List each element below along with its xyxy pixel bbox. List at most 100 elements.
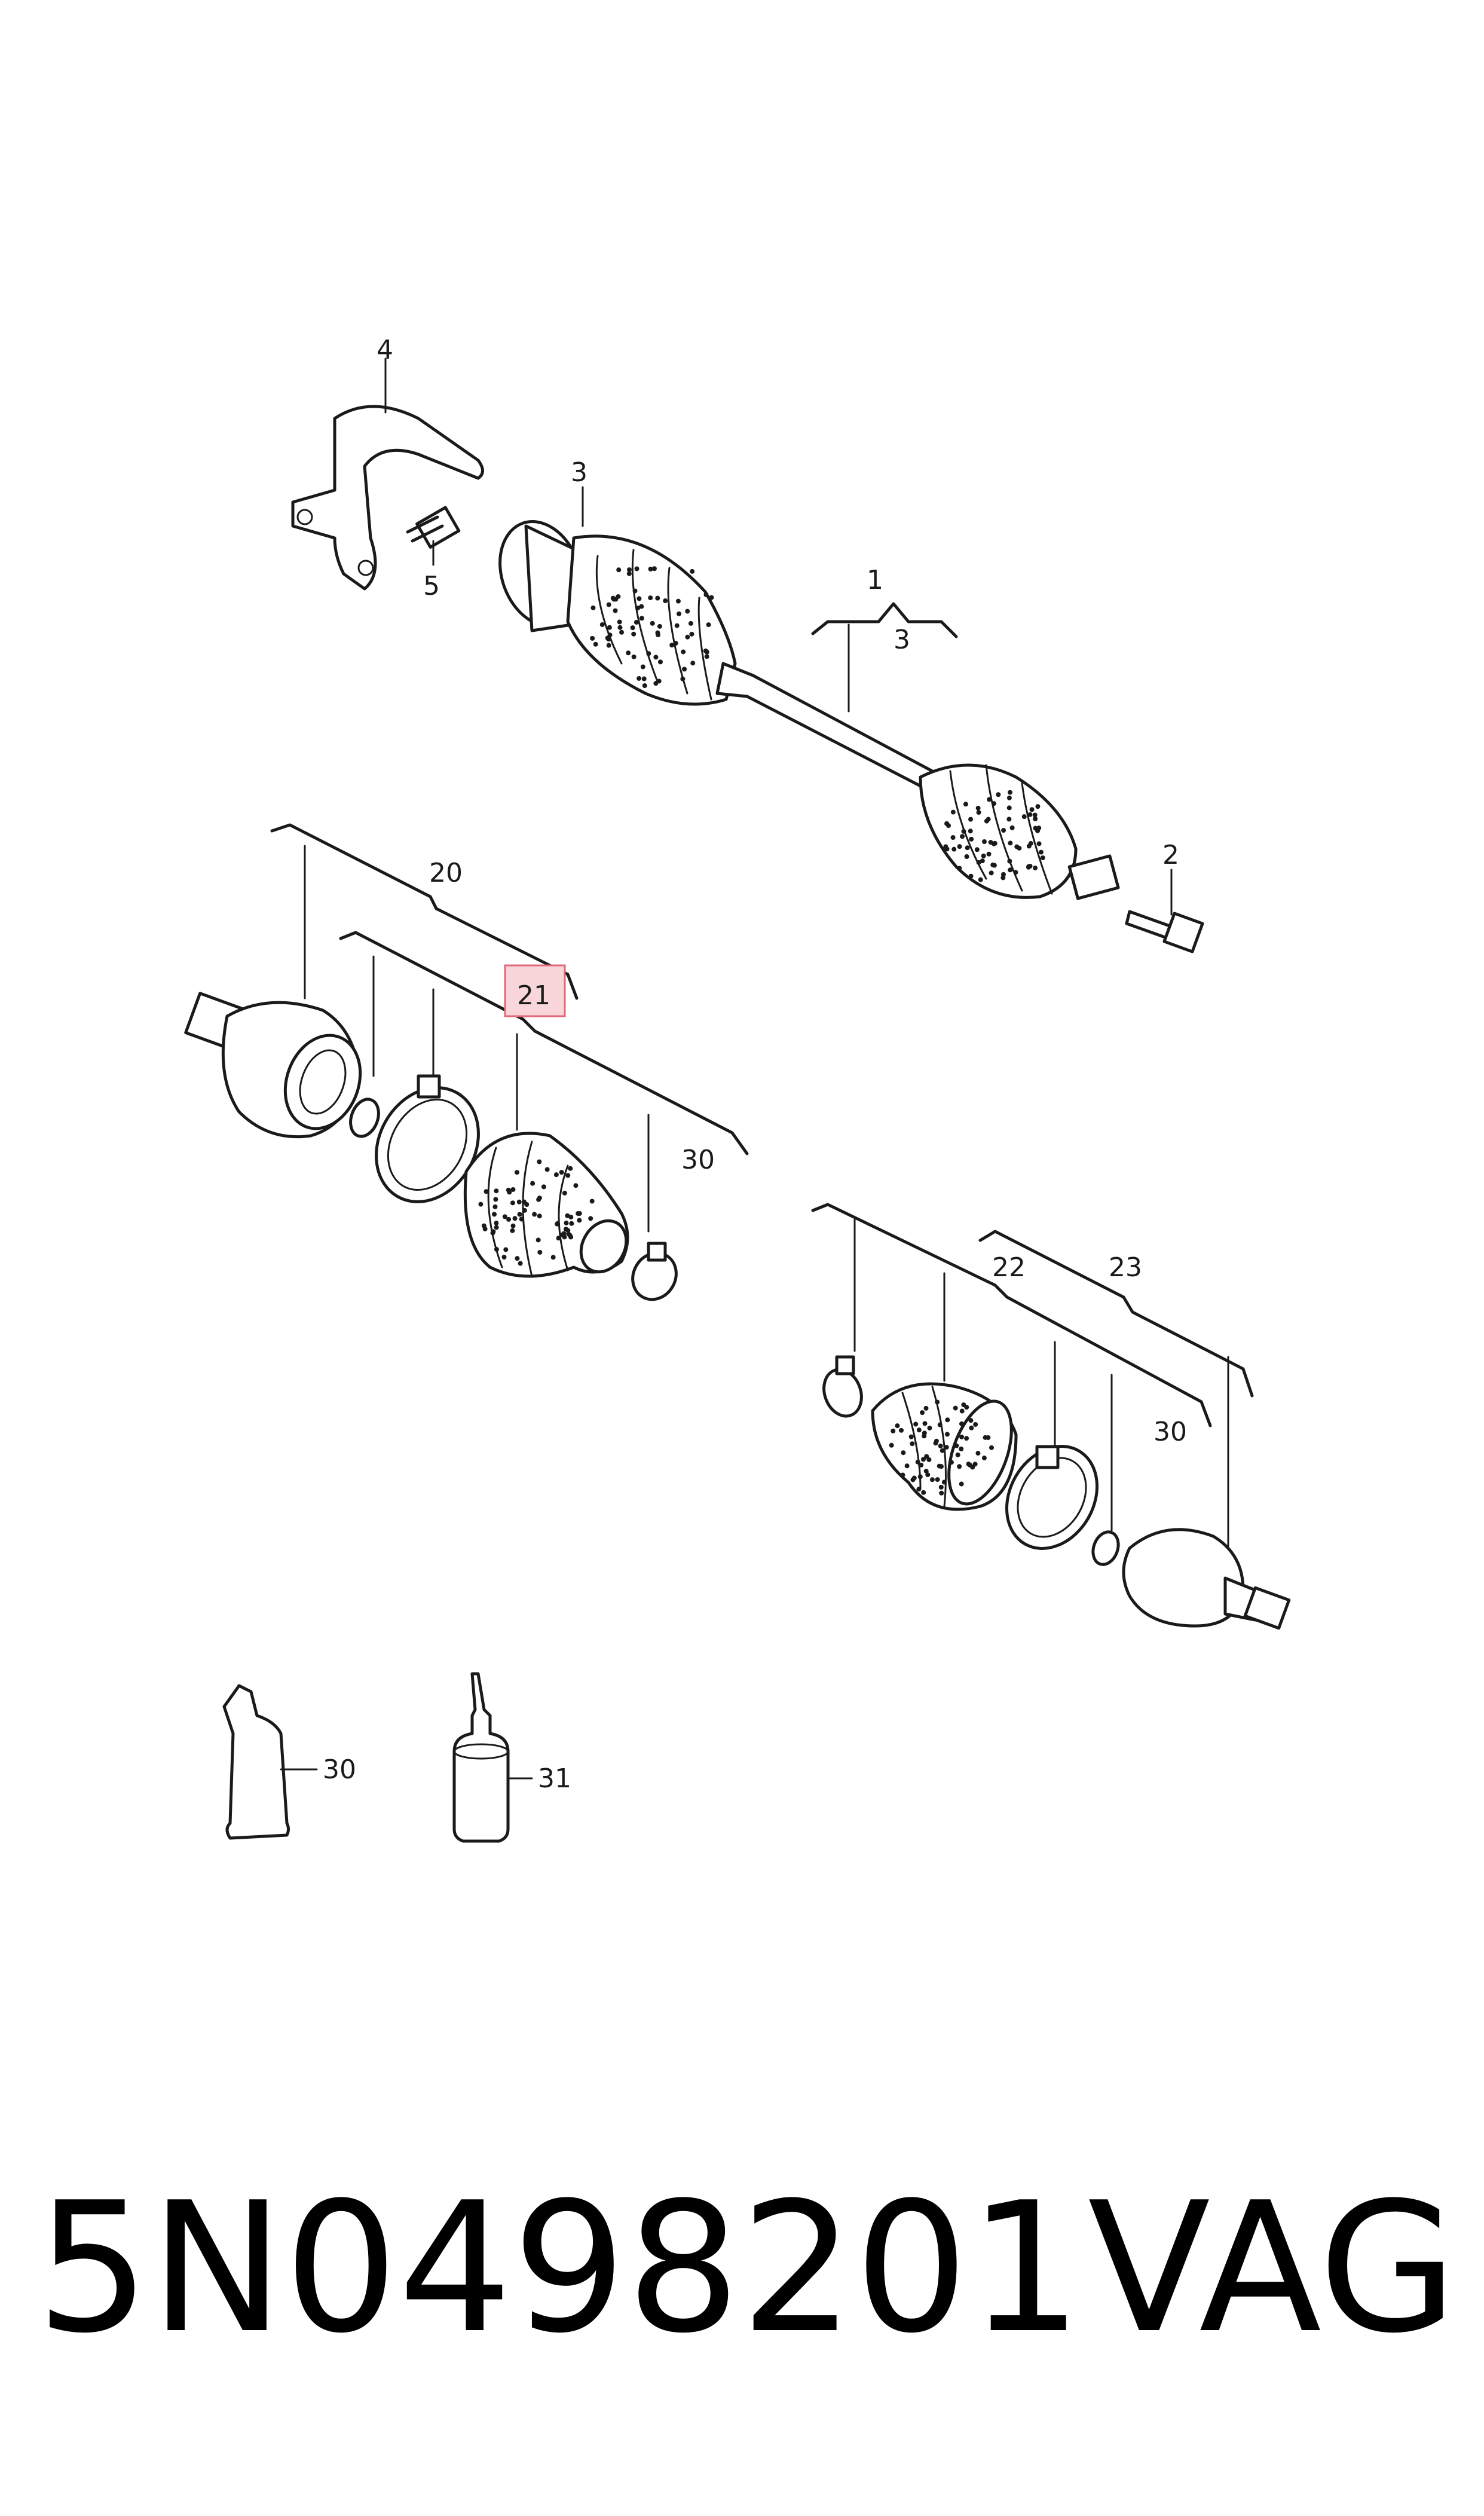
boot-texture-dot: [910, 1441, 915, 1447]
boot-texture-dot: [938, 1443, 943, 1448]
boot-texture-dot: [923, 1469, 929, 1474]
boot-texture-dot: [561, 1231, 567, 1236]
boot-texture-dot: [968, 817, 974, 822]
boot-texture-dot: [634, 566, 640, 571]
boot-texture-dot: [889, 1442, 894, 1448]
boot-texture-dot: [637, 675, 642, 681]
boot-texture-dot: [626, 650, 631, 656]
callout-30-grease: 30: [323, 1754, 356, 1785]
boot-texture-dot: [953, 1405, 958, 1411]
boot-texture-dot: [973, 1421, 978, 1427]
boot-texture-dot: [986, 851, 992, 857]
boot-texture-dot: [957, 866, 962, 871]
boot-texture-dot: [606, 637, 611, 642]
boot-texture-dot: [1000, 872, 1006, 877]
boot-texture-dot: [1040, 855, 1045, 860]
boot-texture-dot: [1006, 805, 1012, 811]
boot-texture-dot: [1008, 840, 1013, 846]
boot-texture-dot: [1013, 870, 1018, 875]
boot-texture-dot: [541, 1184, 546, 1190]
callout-23: 23: [1109, 1252, 1142, 1283]
boot-texture-dot: [648, 595, 653, 601]
boot-texture-dot: [673, 641, 678, 646]
boot-texture-dot: [957, 1464, 962, 1469]
boot-texture-dot: [492, 1212, 497, 1217]
bolt-part-2: 2: [1125, 840, 1204, 953]
boot-texture-dot: [1026, 864, 1032, 869]
boot-texture-dot: [1036, 841, 1042, 846]
boot-texture-dot: [674, 623, 680, 628]
boot-texture-dot: [639, 604, 644, 609]
boot-texture-dot: [944, 1445, 949, 1450]
boot-texture-dot: [518, 1261, 523, 1266]
boot-texture-dot: [972, 1462, 978, 1467]
boot-texture-dot: [650, 620, 655, 626]
boot-texture-dot: [916, 1487, 922, 1492]
callout-3-bracket: 3: [894, 625, 910, 655]
boot-texture-dot: [567, 1233, 573, 1238]
boot-texture-dot: [935, 1477, 940, 1482]
callout-2: 2: [1162, 840, 1179, 870]
boot-texture-dot: [1027, 812, 1033, 817]
boot-texture-dot: [992, 801, 997, 806]
boot-texture-dot: [494, 1188, 499, 1194]
drive-shaft-part-1: 1 3 3: [498, 457, 1120, 900]
boot-texture-dot: [917, 1474, 923, 1479]
callout-3: 3: [571, 457, 588, 488]
boot-texture-dot: [944, 821, 950, 826]
boot-texture-dot: [564, 1220, 569, 1225]
boot-texture-dot: [606, 602, 611, 607]
boot-texture-dot: [657, 623, 662, 629]
boot-texture-dot: [974, 847, 980, 852]
boot-texture-dot: [610, 595, 616, 601]
boot-texture-dot: [635, 606, 641, 611]
boot-texture-dot: [555, 1221, 561, 1226]
boot-texture-dot: [968, 829, 973, 834]
boot-texture-dot: [544, 1167, 550, 1172]
boot-texture-dot: [996, 792, 1001, 797]
callout-31: 31: [538, 1763, 571, 1794]
boot-texture-dot: [961, 829, 966, 834]
boot-texture-dot: [506, 1187, 511, 1193]
boot-texture-dot: [537, 1196, 542, 1201]
boot-texture-dot: [492, 1204, 498, 1209]
boot-texture-dot: [1006, 795, 1012, 800]
boot-texture-dot: [980, 858, 985, 864]
boot-texture-dot: [959, 1408, 965, 1414]
boot-texture-dot: [945, 1417, 950, 1423]
boot-texture-dot: [910, 1477, 916, 1482]
boot-texture-dot: [590, 635, 595, 641]
callout-21-highlight: [504, 964, 566, 1017]
boot-texture-dot: [925, 1472, 931, 1478]
boot-texture-dot: [519, 1216, 524, 1222]
boot-texture-dot: [1009, 825, 1015, 830]
boot-texture-dot: [901, 1450, 906, 1456]
boot-texture-dot: [926, 1457, 932, 1462]
boot-texture-dot: [1007, 790, 1012, 795]
boot-texture-dot: [522, 1207, 527, 1213]
boot-texture-dot: [959, 1434, 965, 1439]
boot-texture-dot: [626, 567, 632, 573]
boot-texture-dot: [484, 1189, 489, 1194]
boot-texture-dot: [537, 1213, 542, 1219]
grease-tube-part-30: 30: [222, 1684, 356, 1840]
boot-texture-dot: [929, 1477, 935, 1482]
boot-texture-dot: [626, 571, 632, 576]
boot-texture-dot: [989, 870, 994, 876]
boot-texture-dot: [510, 1223, 516, 1228]
boot-texture-dot: [1033, 816, 1038, 821]
boot-texture-dot: [559, 1170, 564, 1175]
boot-texture-dot: [975, 1451, 981, 1456]
boot-texture-dot: [502, 1214, 507, 1219]
boot-texture-dot: [919, 1462, 924, 1468]
boot-texture-dot: [940, 1448, 945, 1453]
boot-texture-dot: [537, 1249, 543, 1255]
boot-texture-dot: [968, 1418, 974, 1423]
boot-texture-dot: [688, 620, 693, 626]
callout-4: 4: [377, 335, 393, 365]
boot-texture-dot: [510, 1228, 515, 1233]
boot-texture-dot: [1007, 858, 1012, 864]
boot-texture-dot: [935, 1399, 940, 1405]
boot-texture-dot: [653, 655, 659, 660]
boot-texture-dot: [676, 611, 681, 616]
